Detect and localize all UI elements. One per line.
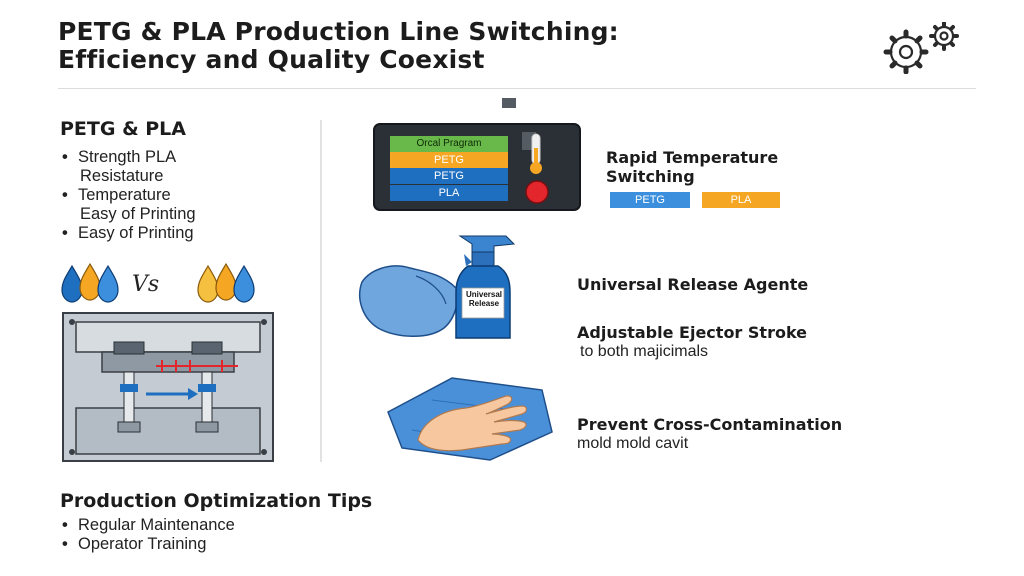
materials-heading: PETG & PLA	[60, 118, 186, 140]
list-item: •Easy of Printing	[62, 224, 194, 242]
tag-pla: PLA	[702, 192, 780, 208]
droplets-icon	[61, 263, 255, 303]
glove-icon	[358, 265, 459, 337]
contamination-subtitle: mold mold cavit	[577, 435, 689, 452]
page-title: PETG & PLA Production Line Switching: Ef…	[58, 18, 858, 74]
ejector-subtitle: to both majicimals	[580, 343, 709, 360]
menu-item-pla: PLA	[390, 185, 508, 201]
tips-list: •Regular Maintenance •Operator Training	[62, 516, 362, 554]
thermometer-icon	[530, 133, 542, 174]
cloth-wipe-icon	[387, 377, 553, 461]
list-item: •Regular Maintenance	[62, 516, 235, 534]
gears-icon	[883, 22, 959, 74]
ejector-title: Adjustable Ejector Stroke	[577, 323, 808, 342]
contamination-title: Prevent Cross-Contamination	[577, 415, 843, 434]
rapid-temp-title: Rapid Temperature Switching	[606, 148, 779, 186]
column-divider	[320, 120, 322, 462]
bottle-label: Universal Release	[465, 290, 503, 308]
list-item: •Operator Training	[62, 535, 207, 553]
header-divider	[58, 88, 976, 89]
tips-heading: Production Optimization Tips	[60, 490, 373, 512]
mold-illustration	[62, 312, 274, 462]
title-line-2: Efficiency and Quality Coexist	[58, 45, 485, 74]
menu-item-petg-orange: PETG	[390, 152, 508, 168]
menu-item-program: Orcal Pragram	[390, 136, 508, 152]
vs-label: Vs	[132, 272, 160, 297]
title-line-1: PETG & PLA Production Line Switching:	[58, 17, 619, 46]
menu-item-petg-blue: PETG	[390, 168, 508, 184]
tag-petg: PETG	[610, 192, 690, 208]
release-agent-illustration	[358, 235, 516, 339]
release-agent-title: Universal Release Agente	[577, 275, 809, 294]
spray-bottle-icon	[455, 235, 516, 339]
